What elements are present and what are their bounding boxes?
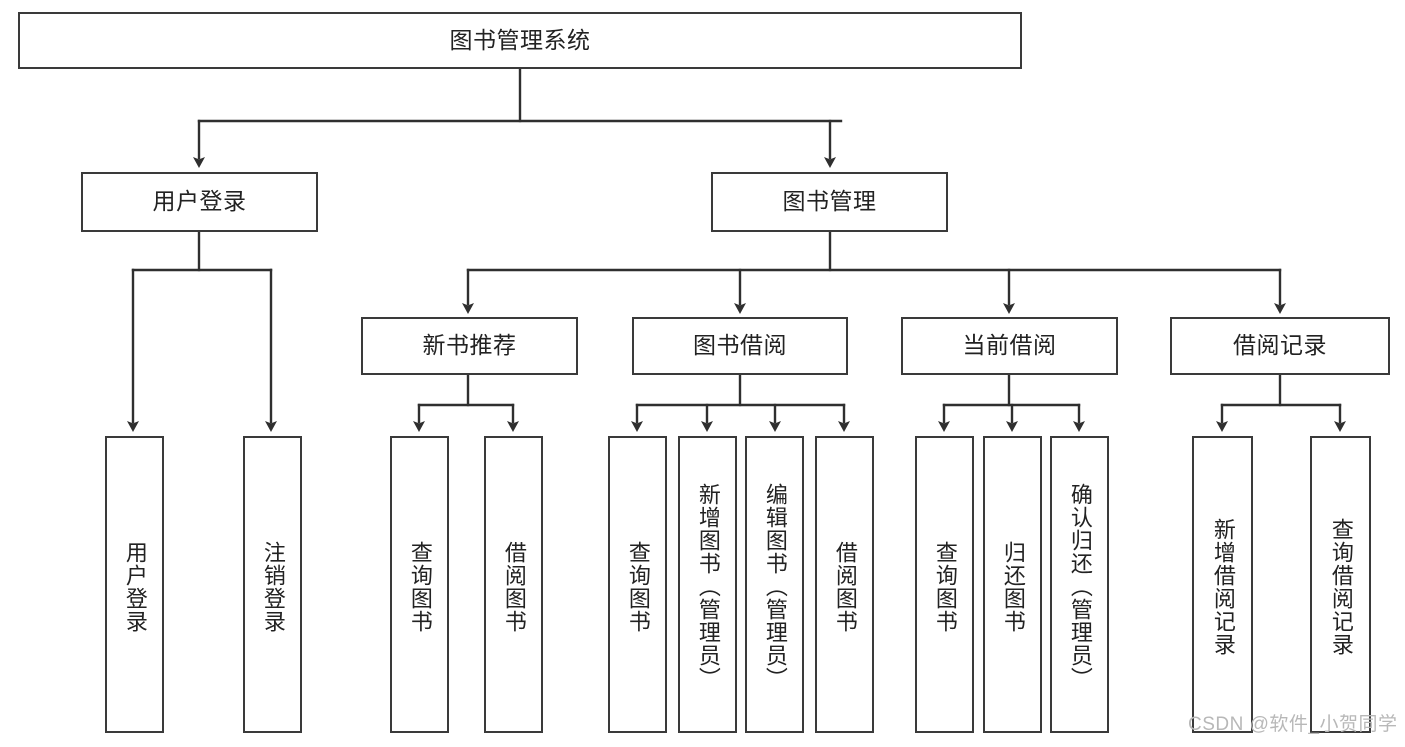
node-label-root: 图书管理系统 xyxy=(449,26,591,53)
node-leaf-query-books-recommend[interactable]: 查询图书 xyxy=(390,436,449,733)
node-label-leaf-confirm-return-admin: 确认归还（管理员） xyxy=(1067,483,1093,690)
node-leaf-query-books-current[interactable]: 查询图书 xyxy=(915,436,974,733)
node-leaf-return-books[interactable]: 归还图书 xyxy=(983,436,1042,733)
node-label-leaf-query-books-borrow: 查询图书 xyxy=(625,540,651,633)
node-leaf-borrow-books-recommend[interactable]: 借阅图书 xyxy=(484,436,543,733)
node-label-book-borrow: 图书借阅 xyxy=(693,332,787,359)
node-new-book-recommend[interactable]: 新书推荐 xyxy=(361,317,578,375)
node-label-leaf-return-books: 归还图书 xyxy=(1000,540,1026,633)
node-leaf-query-borrow-record[interactable]: 查询借阅记录 xyxy=(1310,436,1371,733)
node-label-leaf-logout-login: 注销登录 xyxy=(260,540,286,633)
node-label-leaf-edit-book-admin: 编辑图书（管理员） xyxy=(762,483,788,690)
node-leaf-logout-login[interactable]: 注销登录 xyxy=(243,436,302,733)
node-label-leaf-query-borrow-record: 查询借阅记录 xyxy=(1328,517,1354,656)
node-label-leaf-add-book-admin: 新增图书（管理员） xyxy=(695,483,721,690)
node-book-management[interactable]: 图书管理 xyxy=(711,172,948,232)
node-label-borrow-records: 借阅记录 xyxy=(1233,332,1327,359)
node-leaf-user-login[interactable]: 用户登录 xyxy=(105,436,164,733)
node-leaf-add-book-admin[interactable]: 新增图书（管理员） xyxy=(678,436,737,733)
node-book-borrow[interactable]: 图书借阅 xyxy=(632,317,848,375)
node-root-system[interactable]: 图书管理系统 xyxy=(18,12,1022,69)
node-label-leaf-user-login: 用户登录 xyxy=(122,540,148,633)
node-label-current-borrow: 当前借阅 xyxy=(962,332,1057,359)
node-label-book-management: 图书管理 xyxy=(782,188,877,215)
node-user-login[interactable]: 用户登录 xyxy=(81,172,318,232)
node-label-leaf-borrow-books: 借阅图书 xyxy=(832,540,858,633)
node-leaf-add-borrow-record[interactable]: 新增借阅记录 xyxy=(1192,436,1253,733)
node-borrow-records[interactable]: 借阅记录 xyxy=(1170,317,1390,375)
node-label-leaf-add-borrow-record: 新增借阅记录 xyxy=(1210,517,1236,656)
node-label-leaf-borrow-books-recommend: 借阅图书 xyxy=(501,540,527,633)
node-label-leaf-query-books-current: 查询图书 xyxy=(932,540,958,633)
node-current-borrow[interactable]: 当前借阅 xyxy=(901,317,1118,375)
node-label-leaf-query-books-recommend: 查询图书 xyxy=(407,540,433,633)
node-leaf-confirm-return-admin[interactable]: 确认归还（管理员） xyxy=(1050,436,1109,733)
node-leaf-query-books-borrow[interactable]: 查询图书 xyxy=(608,436,667,733)
node-label-user-login: 用户登录 xyxy=(152,188,247,215)
node-label-new-book-recommend: 新书推荐 xyxy=(422,332,517,359)
node-leaf-borrow-books[interactable]: 借阅图书 xyxy=(815,436,874,733)
node-leaf-edit-book-admin[interactable]: 编辑图书（管理员） xyxy=(745,436,804,733)
